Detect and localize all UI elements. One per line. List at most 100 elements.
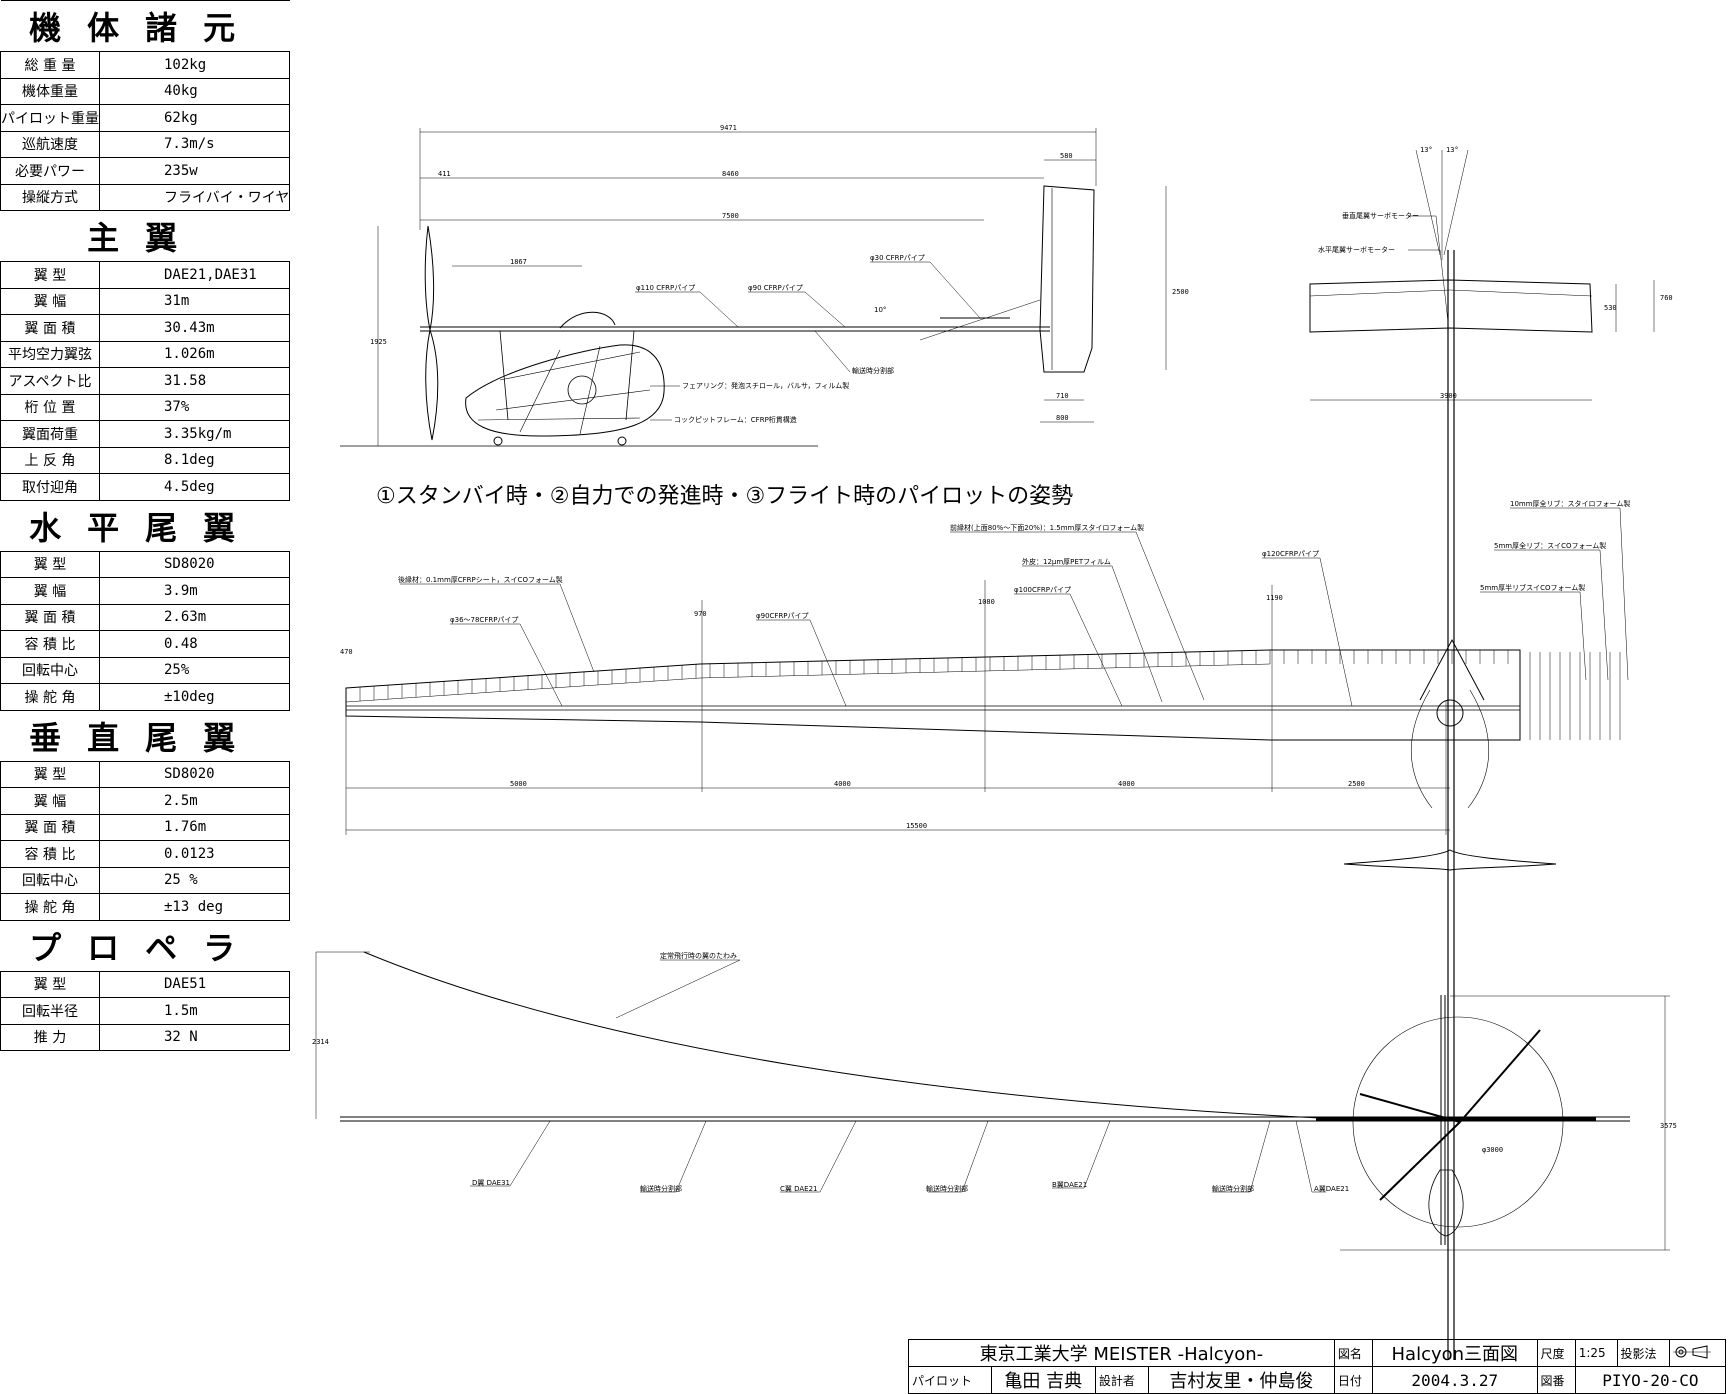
note-rib10: 10mm厚全リブ：スタイロフォーム製: [1510, 499, 1630, 508]
spec-label: 翼 面 積: [0, 314, 100, 342]
spec-label: 巡航速度: [0, 130, 100, 158]
spec-section-title: 水平尾翼: [0, 499, 290, 552]
projection-symbol-icon: [1669, 1339, 1726, 1367]
front-dim-760: 760: [1660, 294, 1673, 302]
note-h-servo: 水平尾翼サーボモーター: [1318, 245, 1395, 254]
spec-label: パイロット重量: [0, 104, 100, 132]
spec-value: 30.43m: [98, 314, 291, 342]
spec-label: 容 積 比: [0, 840, 100, 868]
chord-470: 470: [340, 648, 353, 656]
spec-label: 必要パワー: [0, 157, 100, 185]
spec-label: 平均空力翼弦: [0, 340, 100, 368]
note-pipe100: φ100CFRPパイプ: [1014, 586, 1071, 594]
note-pipe120: φ120CFRPパイプ: [1262, 550, 1319, 558]
title-drawing-name: Halcyon三面図: [1372, 1339, 1538, 1367]
note-angle10: 10°: [874, 306, 886, 314]
spec-label: 回転半径: [0, 997, 100, 1025]
spec-value: ±10deg: [98, 683, 291, 711]
spec-value: 7.3m/s: [98, 130, 291, 158]
title-pilot: 亀田 吉典: [990, 1366, 1096, 1394]
note-split-2: 輸送時分割部: [926, 1184, 968, 1193]
title-designer-label: 設計者: [1094, 1366, 1149, 1394]
spec-section-header: 水平尾翼: [0, 499, 290, 552]
spec-value: 0.48: [98, 630, 291, 658]
plan-view: [345, 507, 1629, 871]
spec-value: 62kg: [98, 104, 291, 132]
span-2500: 2500: [1348, 780, 1365, 788]
note-b-wing: B翼DAE21: [1052, 1181, 1087, 1189]
spec-label: 総 重 量: [0, 51, 100, 79]
title-block: 東京工業大学 MEISTER -Halcyon- 図名 Halcyon三面図 尺…: [908, 1339, 1727, 1394]
spec-value: 3.35kg/m: [98, 420, 291, 448]
spec-section-header: 機体諸元: [0, 0, 290, 52]
title-designer: 吉村友里・仲島俊: [1147, 1366, 1335, 1394]
spec-label: 翼 幅: [0, 577, 100, 605]
note-pipe90: φ90 CFRPパイプ: [748, 284, 803, 292]
side-dim-7500: 7500: [722, 212, 739, 220]
spec-value: 32 N: [98, 1023, 291, 1051]
note-trailing-edge: 後縁材：0.1mm厚CFRPシート，スイCOフォーム製: [398, 575, 563, 584]
span-4000-b: 4000: [1118, 780, 1135, 788]
side-dim-1867: 1867: [510, 258, 527, 266]
dim-3575: 3575: [1660, 1122, 1677, 1130]
chord-1080: 1080: [978, 598, 995, 606]
spec-section-header: 主翼: [0, 210, 290, 262]
spec-section-title: 垂直尾翼: [0, 709, 290, 762]
spec-value: SD8020: [98, 760, 291, 788]
front-view: [1309, 149, 1655, 1360]
spec-section-header: 垂直尾翼: [0, 709, 290, 762]
note-rib5: 5mm厚全リブ：スイCOフォーム製: [1494, 541, 1606, 550]
title-number-label: 図番: [1536, 1366, 1576, 1394]
span-4000-a: 4000: [834, 780, 851, 788]
note-cockpit-frame: コックピットフレーム：CFRP桁貫構造: [674, 415, 797, 424]
note-halfrib: 5mm厚半リブスイCOフォーム製: [1480, 583, 1585, 592]
spec-value: 235w: [98, 157, 291, 185]
note-split-1: 輸送時分割部: [640, 1184, 682, 1193]
spec-label: 翼 幅: [0, 787, 100, 815]
note-pipe36: φ36～78CFRPパイプ: [450, 616, 518, 624]
front-dim-530: 530: [1604, 304, 1617, 312]
note-split-3: 輸送時分割部: [1212, 1184, 1254, 1193]
spec-label: 操 舵 角: [0, 893, 100, 921]
spec-section-header: プロペラ: [0, 919, 290, 972]
third-angle-icon: [1673, 1344, 1712, 1359]
side-dim-8460: 8460: [722, 170, 739, 178]
spec-value: 1.026m: [98, 340, 291, 368]
spec-row: 操 舵 角±13 deg: [0, 893, 291, 921]
note-leading-edge: 前縁材(上面80%～下面20%)：1.5mm厚スタイロフォーム製: [950, 523, 1144, 532]
chord-1190: 1190: [1266, 594, 1283, 602]
spec-section-title: プロペラ: [0, 919, 290, 972]
note-deflection: 定常飛行時の翼のたわみ: [660, 951, 737, 960]
chord-970: 970: [694, 610, 707, 618]
note-transport-split: 輸送時分割部: [852, 366, 894, 375]
title-number: PIYO-20-CO: [1574, 1366, 1727, 1394]
spec-value: 1.76m: [98, 813, 291, 841]
spec-label: 翼 型: [0, 760, 100, 788]
spec-value: ±13 deg: [98, 893, 291, 921]
front-dim-3900: 3900: [1440, 392, 1457, 400]
title-school: 東京工業大学 MEISTER -Halcyon-: [908, 1339, 1335, 1367]
spec-section-title-text: 水平尾翼: [29, 508, 262, 547]
spec-section-title-text: 機体諸元: [29, 9, 262, 47]
side-dim-411: 411: [438, 170, 451, 178]
